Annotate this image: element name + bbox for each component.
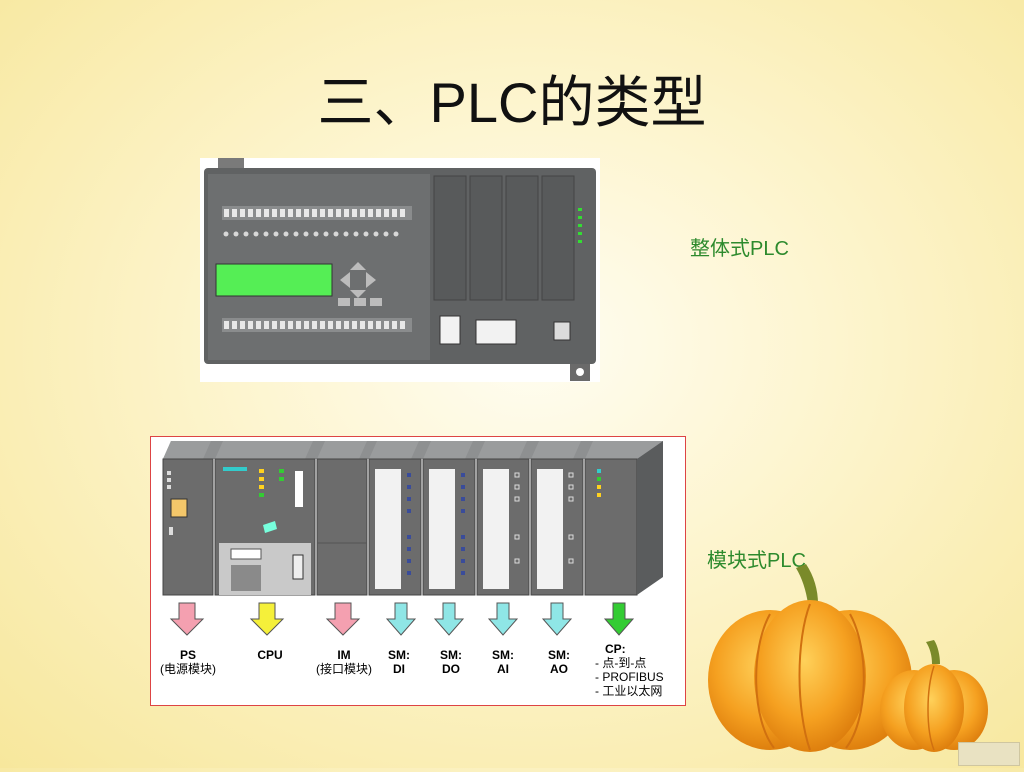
cpu-arrow — [249, 602, 285, 636]
integrated-plc-image — [200, 158, 600, 382]
sm-ao-module — [530, 441, 584, 596]
sm-ao-arrow — [541, 602, 573, 636]
modular-plc-image: PS(电源模块) CPU IM(接口模块) SM:DI SM:DO SM:AI … — [150, 436, 686, 706]
sm-ao-label: SM:AO — [548, 648, 570, 676]
corner-mark — [958, 742, 1020, 766]
im-label: IM(接口模块) — [316, 648, 372, 676]
ps-arrow — [169, 602, 205, 636]
modular-plc-label: 模块式PLC — [707, 550, 806, 572]
sm-di-label: SM:DI — [388, 648, 410, 676]
ps-label: PS(电源模块) — [160, 648, 216, 676]
sm-ai-label: SM:AI — [492, 648, 514, 676]
cp-module — [584, 441, 663, 596]
cpu-label: CPU — [257, 648, 283, 662]
sm-do-arrow — [433, 602, 465, 636]
slide-title: 三、PLC的类型 — [317, 71, 707, 136]
integrated-plc-label: 整体式PLC — [690, 238, 789, 260]
cp-arrow — [603, 602, 635, 636]
sm-di-module — [368, 441, 422, 596]
cp-label: CP: - 点-到-点 - PROFIBUS - 工业以太网 — [595, 642, 664, 698]
ps-module — [162, 441, 214, 596]
im-module — [316, 441, 368, 596]
sm-do-module — [422, 441, 476, 596]
cpu-module — [214, 441, 316, 596]
im-arrow — [325, 602, 361, 636]
sm-ai-arrow — [487, 602, 519, 636]
sm-do-label: SM:DO — [440, 648, 462, 676]
sm-ai-module — [476, 441, 530, 596]
sm-di-arrow — [385, 602, 417, 636]
pumpkin-decoration — [700, 560, 1024, 768]
